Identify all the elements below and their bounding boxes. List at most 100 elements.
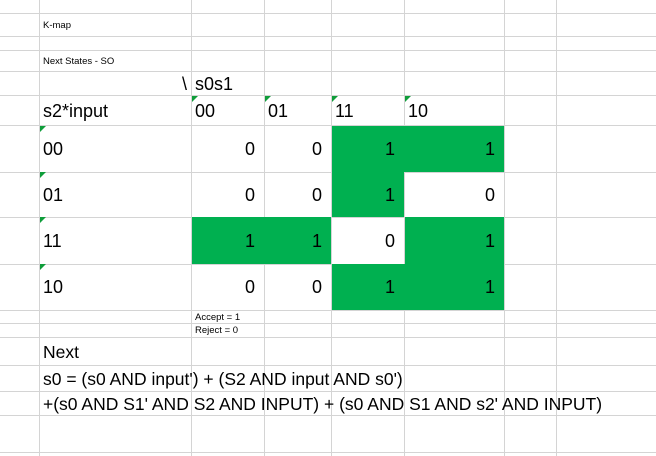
kmap-row-header-01[interactable]: 01 [40,172,191,217]
kmap-cell-value: 0 [484,184,495,205]
comment-marker-icon [192,96,198,102]
kmap-cell-r00-c00[interactable]: 0 [192,126,264,172]
kmap-col-header-01[interactable]: 01 [265,96,331,125]
kmap-cell-value: 0 [384,230,395,251]
gridline-vertical [556,0,557,456]
kmap-row-header-10-text: 10 [43,277,64,297]
kmap-col-header-11-text: 11 [335,100,354,121]
gridline-vertical [331,0,332,456]
gridline-horizontal [0,71,656,72]
equation-line-2-text: +(s0 AND S1' AND S2 AND INPUT) + (s0 AND… [43,393,603,414]
kmap-cell-r01-c00[interactable]: 0 [192,172,264,217]
kmap-row-header-00[interactable]: 00 [40,126,191,172]
kmap-cell-r01-c10[interactable]: 0 [405,172,504,217]
kmap-cell-r11-c10[interactable]: 1 [405,217,504,264]
comment-marker-icon [332,96,338,102]
kmap-cell-value: 1 [484,277,495,297]
gridline-horizontal [0,310,656,311]
gridline-horizontal [0,365,656,366]
kmap-row-header-10[interactable]: 10 [40,264,191,310]
kmap-corner-slash-cell[interactable]: \ [40,72,191,95]
gridline-horizontal [0,415,656,416]
kmap-row-header-00-text: 00 [43,139,64,159]
kmap-row-header-11[interactable]: 11 [40,217,191,264]
kmap-cell-r10-c01[interactable]: 0 [265,264,331,310]
kmap-cell-value: 0 [244,139,255,159]
subtitle-cell-next-states[interactable]: Next States - SO [40,51,191,71]
kmap-col-header-00[interactable]: 00 [192,96,264,125]
gridline-vertical [404,0,405,456]
kmap-cell-r01-c01[interactable]: 0 [265,172,331,217]
kmap-cell-value: 1 [244,230,255,251]
title-cell-kmap[interactable]: K-map [40,14,191,36]
kmap-cell-value: 0 [311,277,322,297]
kmap-col-header-10-text: 10 [408,100,429,121]
gridline-vertical [191,0,192,456]
equations-heading-cell[interactable]: Next [40,338,191,365]
kmap-cell-value: 1 [311,230,322,251]
kmap-highlight-block-row11-col10 [405,217,504,264]
gridline-horizontal [0,95,656,96]
kmap-row-group-label-text: s2*input [43,100,109,121]
legend-accept-text: Accept = 1 [195,311,241,323]
kmap-cell-value: 1 [484,230,495,251]
kmap-cell-r10-c00[interactable]: 0 [192,264,264,310]
kmap-col-header-01-text: 01 [268,100,289,121]
comment-marker-icon [40,217,46,223]
gridline-horizontal [0,337,656,338]
legend-accept-cell[interactable]: Accept = 1 [192,311,331,323]
comment-marker-icon [265,96,271,102]
gridline-horizontal [0,452,656,453]
gridline-horizontal [0,323,656,324]
gridline-horizontal [0,13,656,14]
kmap-highlight-block-top-right [332,126,504,172]
kmap-column-group-label-cell[interactable]: s0s1 [192,72,392,95]
kmap-cell-r00-c01[interactable]: 0 [265,126,331,172]
subtitle-cell-next-states-text: Next States - SO [43,55,115,67]
kmap-highlight-block-bottom-right [332,264,504,310]
kmap-col-header-10[interactable]: 10 [405,96,504,125]
equation-line-2-cell[interactable]: +(s0 AND S1' AND S2 AND INPUT) + (s0 AND… [40,392,656,415]
kmap-cell-r00-c10[interactable]: 1 [405,126,504,172]
kmap-cell-value: 1 [384,139,395,159]
kmap-cell-value: 0 [311,139,322,159]
kmap-cell-value: 1 [384,277,395,297]
comment-marker-icon [40,264,46,270]
kmap-row-group-label-cell[interactable]: s2*input [40,96,191,125]
kmap-cell-value: 1 [384,184,395,205]
kmap-cell-value: 0 [244,277,255,297]
equations-heading-text: Next [43,341,79,362]
gridline-horizontal [0,125,656,126]
kmap-column-group-label-text: s0s1 [195,73,234,94]
comment-marker-icon [405,96,411,102]
kmap-cell-value: 1 [484,139,495,159]
kmap-col-header-11[interactable]: 11 [332,96,404,125]
kmap-highlight-block-row01-col11 [332,172,404,217]
kmap-cell-r10-c10[interactable]: 1 [405,264,504,310]
equation-line-1-cell[interactable]: s0 = (s0 AND input') + (S2 AND input AND… [40,366,656,391]
kmap-row-header-11-text: 11 [43,230,62,251]
gridline-horizontal [0,172,656,173]
kmap-corner-slash-text: \ [181,73,187,94]
kmap-cell-r11-c11[interactable]: 0 [332,217,404,264]
legend-reject-text: Reject = 0 [195,325,239,336]
gridline-horizontal [0,50,656,51]
gridline-horizontal [0,264,656,265]
gridline-vertical [39,0,40,456]
kmap-row-header-01-text: 01 [43,184,64,205]
kmap-cell-r00-c11[interactable]: 1 [332,126,404,172]
gridline-horizontal [0,36,656,37]
kmap-cell-r10-c11[interactable]: 1 [332,264,404,310]
kmap-cell-r01-c11[interactable]: 1 [332,172,404,217]
kmap-cell-value: 0 [244,184,255,205]
title-cell-kmap-text: K-map [43,19,71,31]
kmap-cell-r11-c01[interactable]: 1 [265,217,331,264]
comment-marker-icon [40,126,46,132]
kmap-col-header-00-text: 00 [195,100,216,121]
kmap-cell-r11-c00[interactable]: 1 [192,217,264,264]
kmap-cell-value: 0 [311,184,322,205]
gridline-vertical [504,0,505,456]
equation-line-1-text: s0 = (s0 AND input') + (S2 AND input AND… [43,368,403,389]
legend-reject-cell[interactable]: Reject = 0 [192,324,331,337]
